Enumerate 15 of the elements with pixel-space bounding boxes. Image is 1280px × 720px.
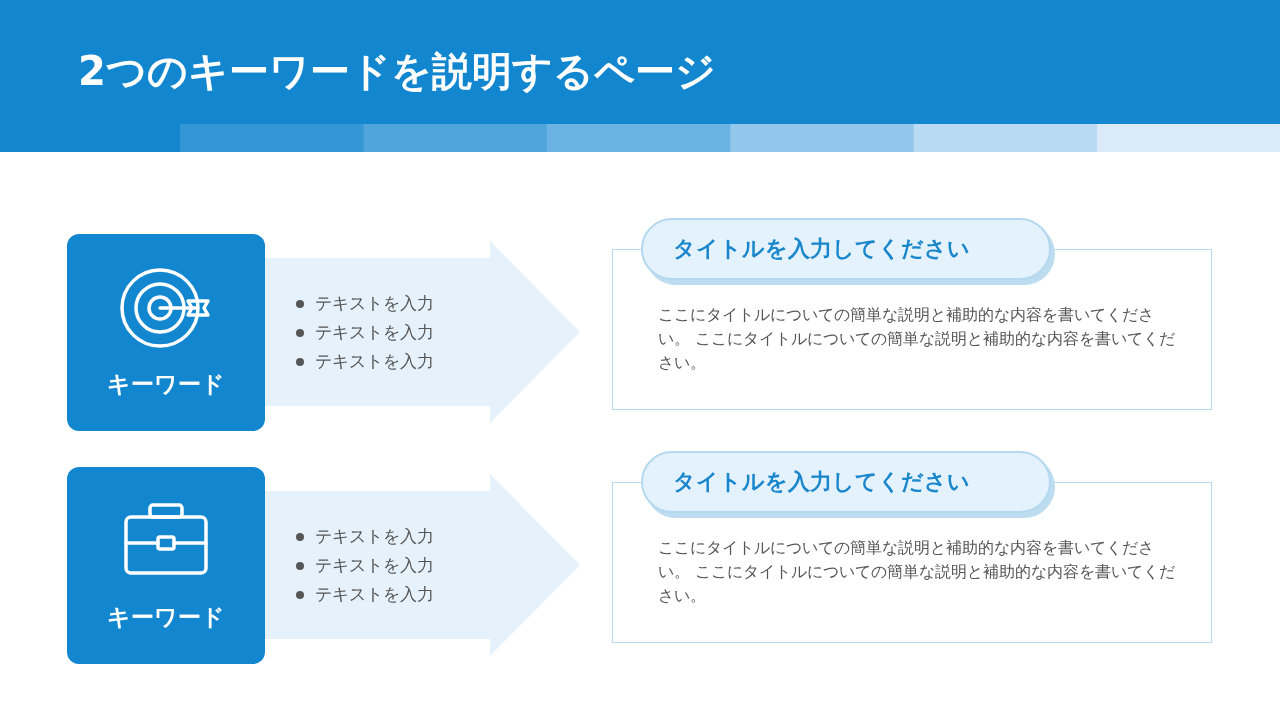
bullet-item: テキストを入力: [293, 289, 434, 318]
arrow-band: [265, 474, 580, 656]
keyword-card: [67, 467, 265, 664]
description-text: ここにタイトルについての簡単な説明と補助的な内容を書いてください。 ここにタイトルについての簡単な説明と補助的な内容を書いてください。: [658, 305, 1176, 374]
keyword-label: キーワード: [106, 370, 226, 399]
bullet-item: テキストを入力: [293, 580, 434, 609]
bullet-item: テキストを入力: [293, 522, 434, 551]
bullet-item: テキストを入力: [293, 318, 434, 347]
keyword-card: [67, 234, 265, 431]
page-title: 2つのキーワードを説明するページ: [78, 47, 716, 96]
bullet-item: テキストを入力: [293, 551, 434, 580]
keyword-label: キーワード: [106, 603, 226, 632]
description-text: ここにタイトルについての簡単な説明と補助的な内容を書いてください。 ここにタイトルについての簡単な説明と補助的な内容を書いてください。: [658, 538, 1176, 607]
bullet-item: テキストを入力: [293, 347, 434, 376]
arrow-band: [265, 241, 580, 423]
